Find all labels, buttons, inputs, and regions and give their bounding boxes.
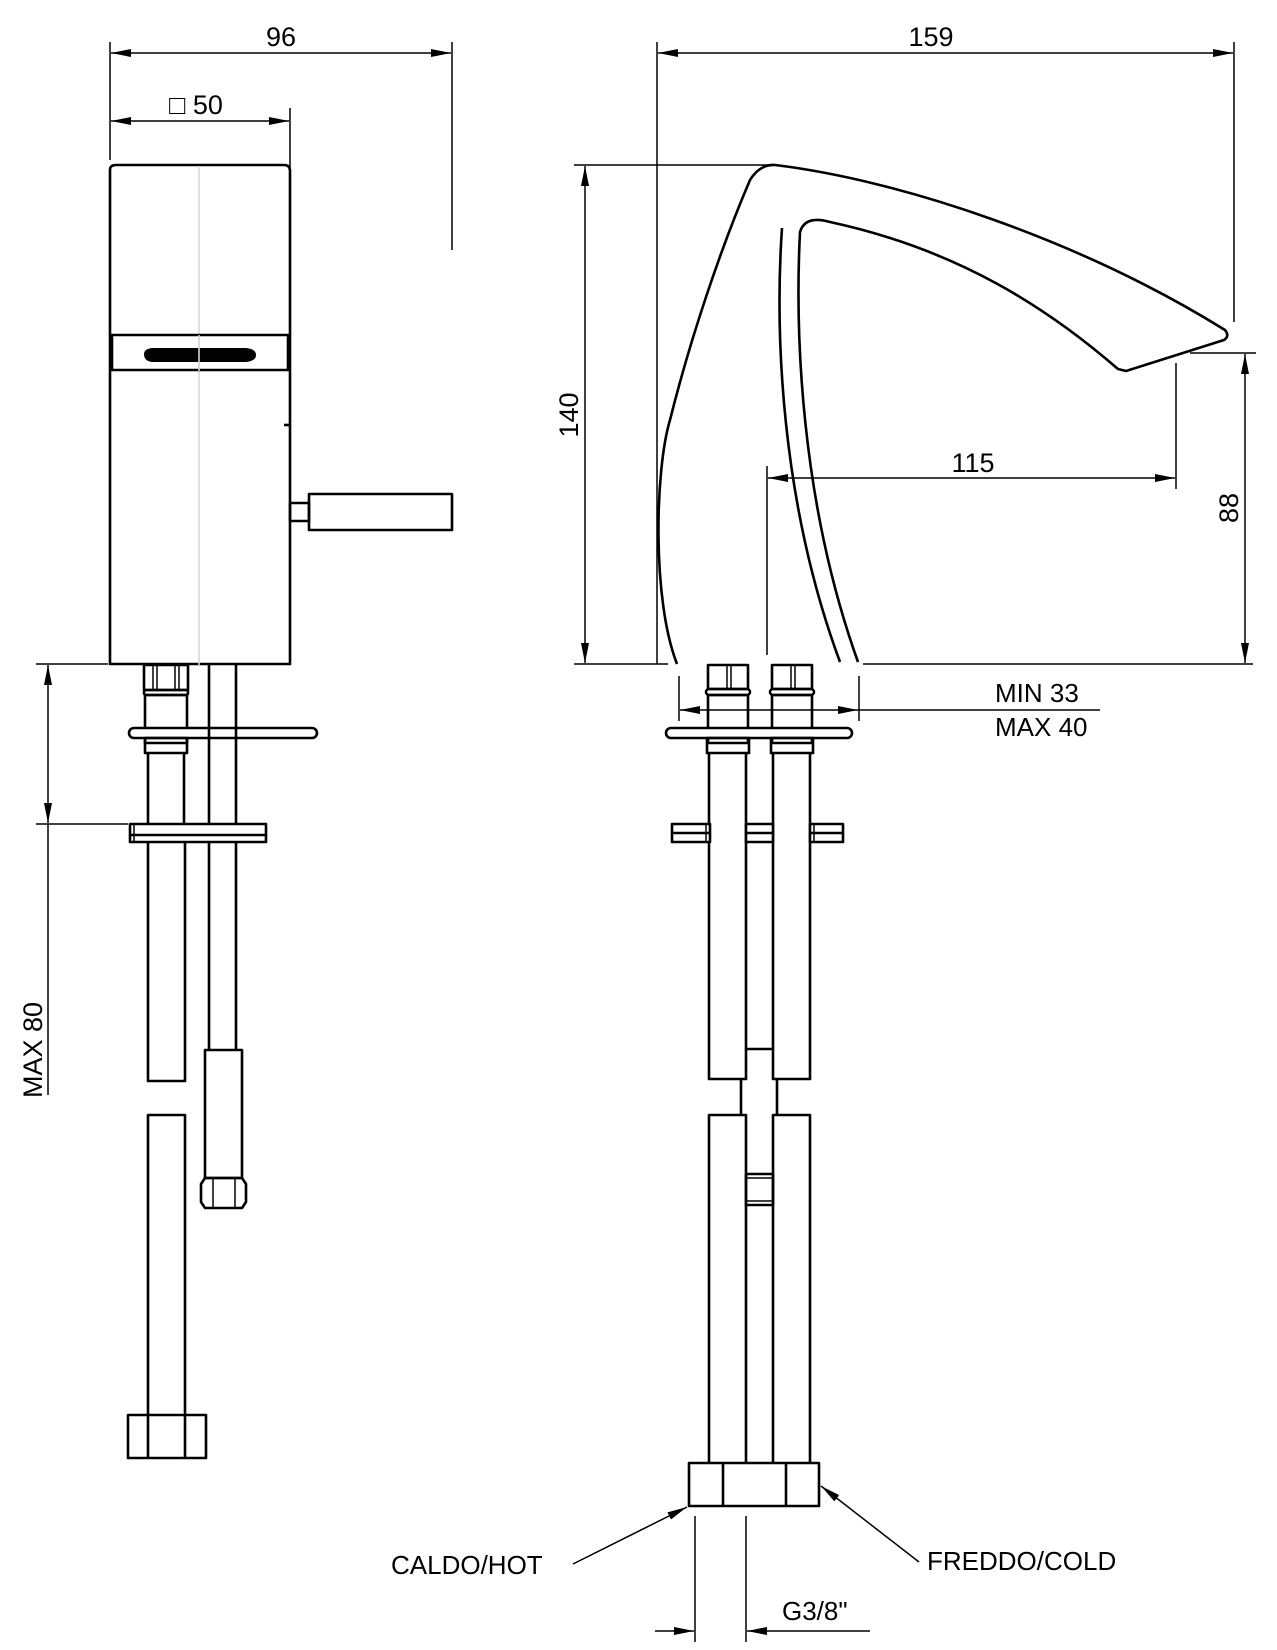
dim-96-label: 96 <box>266 22 296 52</box>
dimension-below-deck: MAX 80 <box>18 663 128 1098</box>
dim-max40-label: MAX 40 <box>995 712 1088 742</box>
dimension-hole-diameter: MIN 33 MAX 40 <box>678 676 1100 742</box>
callout-hot-label: CALDO/HOT <box>391 1550 543 1580</box>
dim-88-label: 88 <box>1214 493 1244 523</box>
dim-min33-label: MIN 33 <box>995 678 1079 708</box>
dim-thread-label: G3/8" <box>782 1596 848 1626</box>
dimension-thread: G3/8" <box>655 1516 870 1642</box>
dimension-spout-height: 88 <box>1190 352 1256 663</box>
dimension-height: 140 <box>554 164 770 663</box>
front-view-pipes <box>664 663 854 1508</box>
dim-159-label: 159 <box>908 22 953 52</box>
side-view-pipes <box>126 663 319 1460</box>
dim-115-label: 115 <box>951 448 994 478</box>
callout-cold: FREDDO/COLD <box>820 1485 1116 1576</box>
dimension-overall-width: 96 <box>109 22 453 250</box>
spout-outline <box>657 163 1229 665</box>
side-view: 96 □ 50 MAX 80 <box>18 22 454 1460</box>
callout-cold-label: FREDDO/COLD <box>927 1546 1116 1576</box>
dimension-spout-reach: 115 <box>766 363 1177 655</box>
dim-50-label: □ 50 <box>169 90 223 120</box>
callout-hot: CALDO/HOT <box>391 1506 688 1580</box>
mixer-body-side <box>108 163 454 666</box>
dim-140-label: 140 <box>554 392 584 437</box>
front-view: 159 140 88 115 <box>391 22 1256 1642</box>
dimension-body-square: □ 50 <box>111 90 291 168</box>
dimension-overall-length: 159 <box>656 22 1235 664</box>
dim-max80-label: MAX 80 <box>18 1002 48 1098</box>
